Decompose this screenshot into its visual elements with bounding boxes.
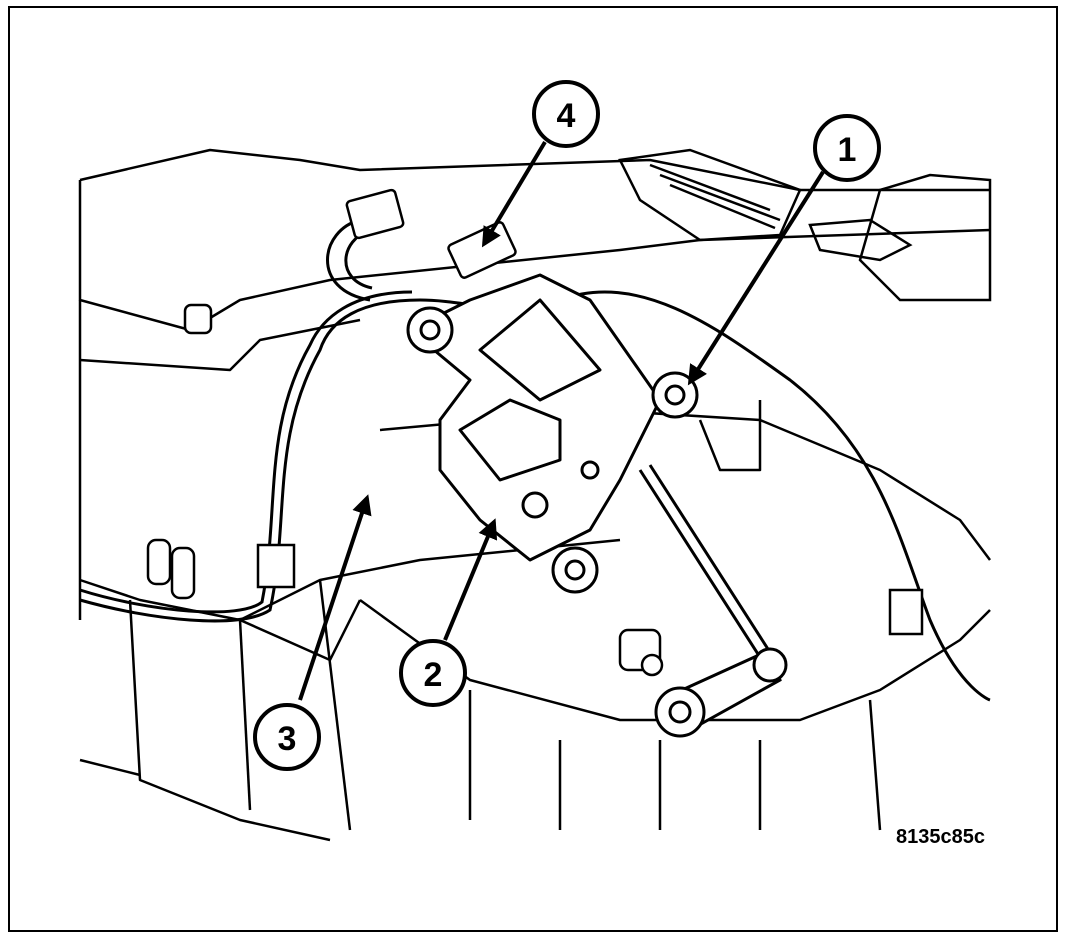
blend-door-actuator (408, 273, 662, 562)
ribbed-duct (618, 148, 992, 302)
callout-4: 4 (532, 80, 600, 148)
wire-connector (345, 188, 517, 279)
leader-lines (298, 140, 825, 701)
callout-2: 2 (399, 639, 467, 707)
leader-line-1 (687, 170, 825, 386)
callout-1: 1 (813, 114, 881, 182)
figure-frame (8, 6, 1058, 932)
callout-label: 4 (557, 97, 576, 135)
callout-3: 3 (253, 703, 321, 771)
callout-label: 1 (838, 131, 857, 169)
leader-line-2 (443, 518, 498, 641)
mounting-screws (406, 306, 699, 594)
callout-label: 3 (278, 720, 297, 758)
callout-label: 2 (424, 656, 443, 694)
housing-fasteners (146, 303, 924, 677)
figure-id-code: 8135c85c (896, 826, 985, 848)
door-linkage (638, 464, 788, 738)
leader-line-3 (298, 494, 372, 701)
leader-line-4 (481, 140, 547, 248)
